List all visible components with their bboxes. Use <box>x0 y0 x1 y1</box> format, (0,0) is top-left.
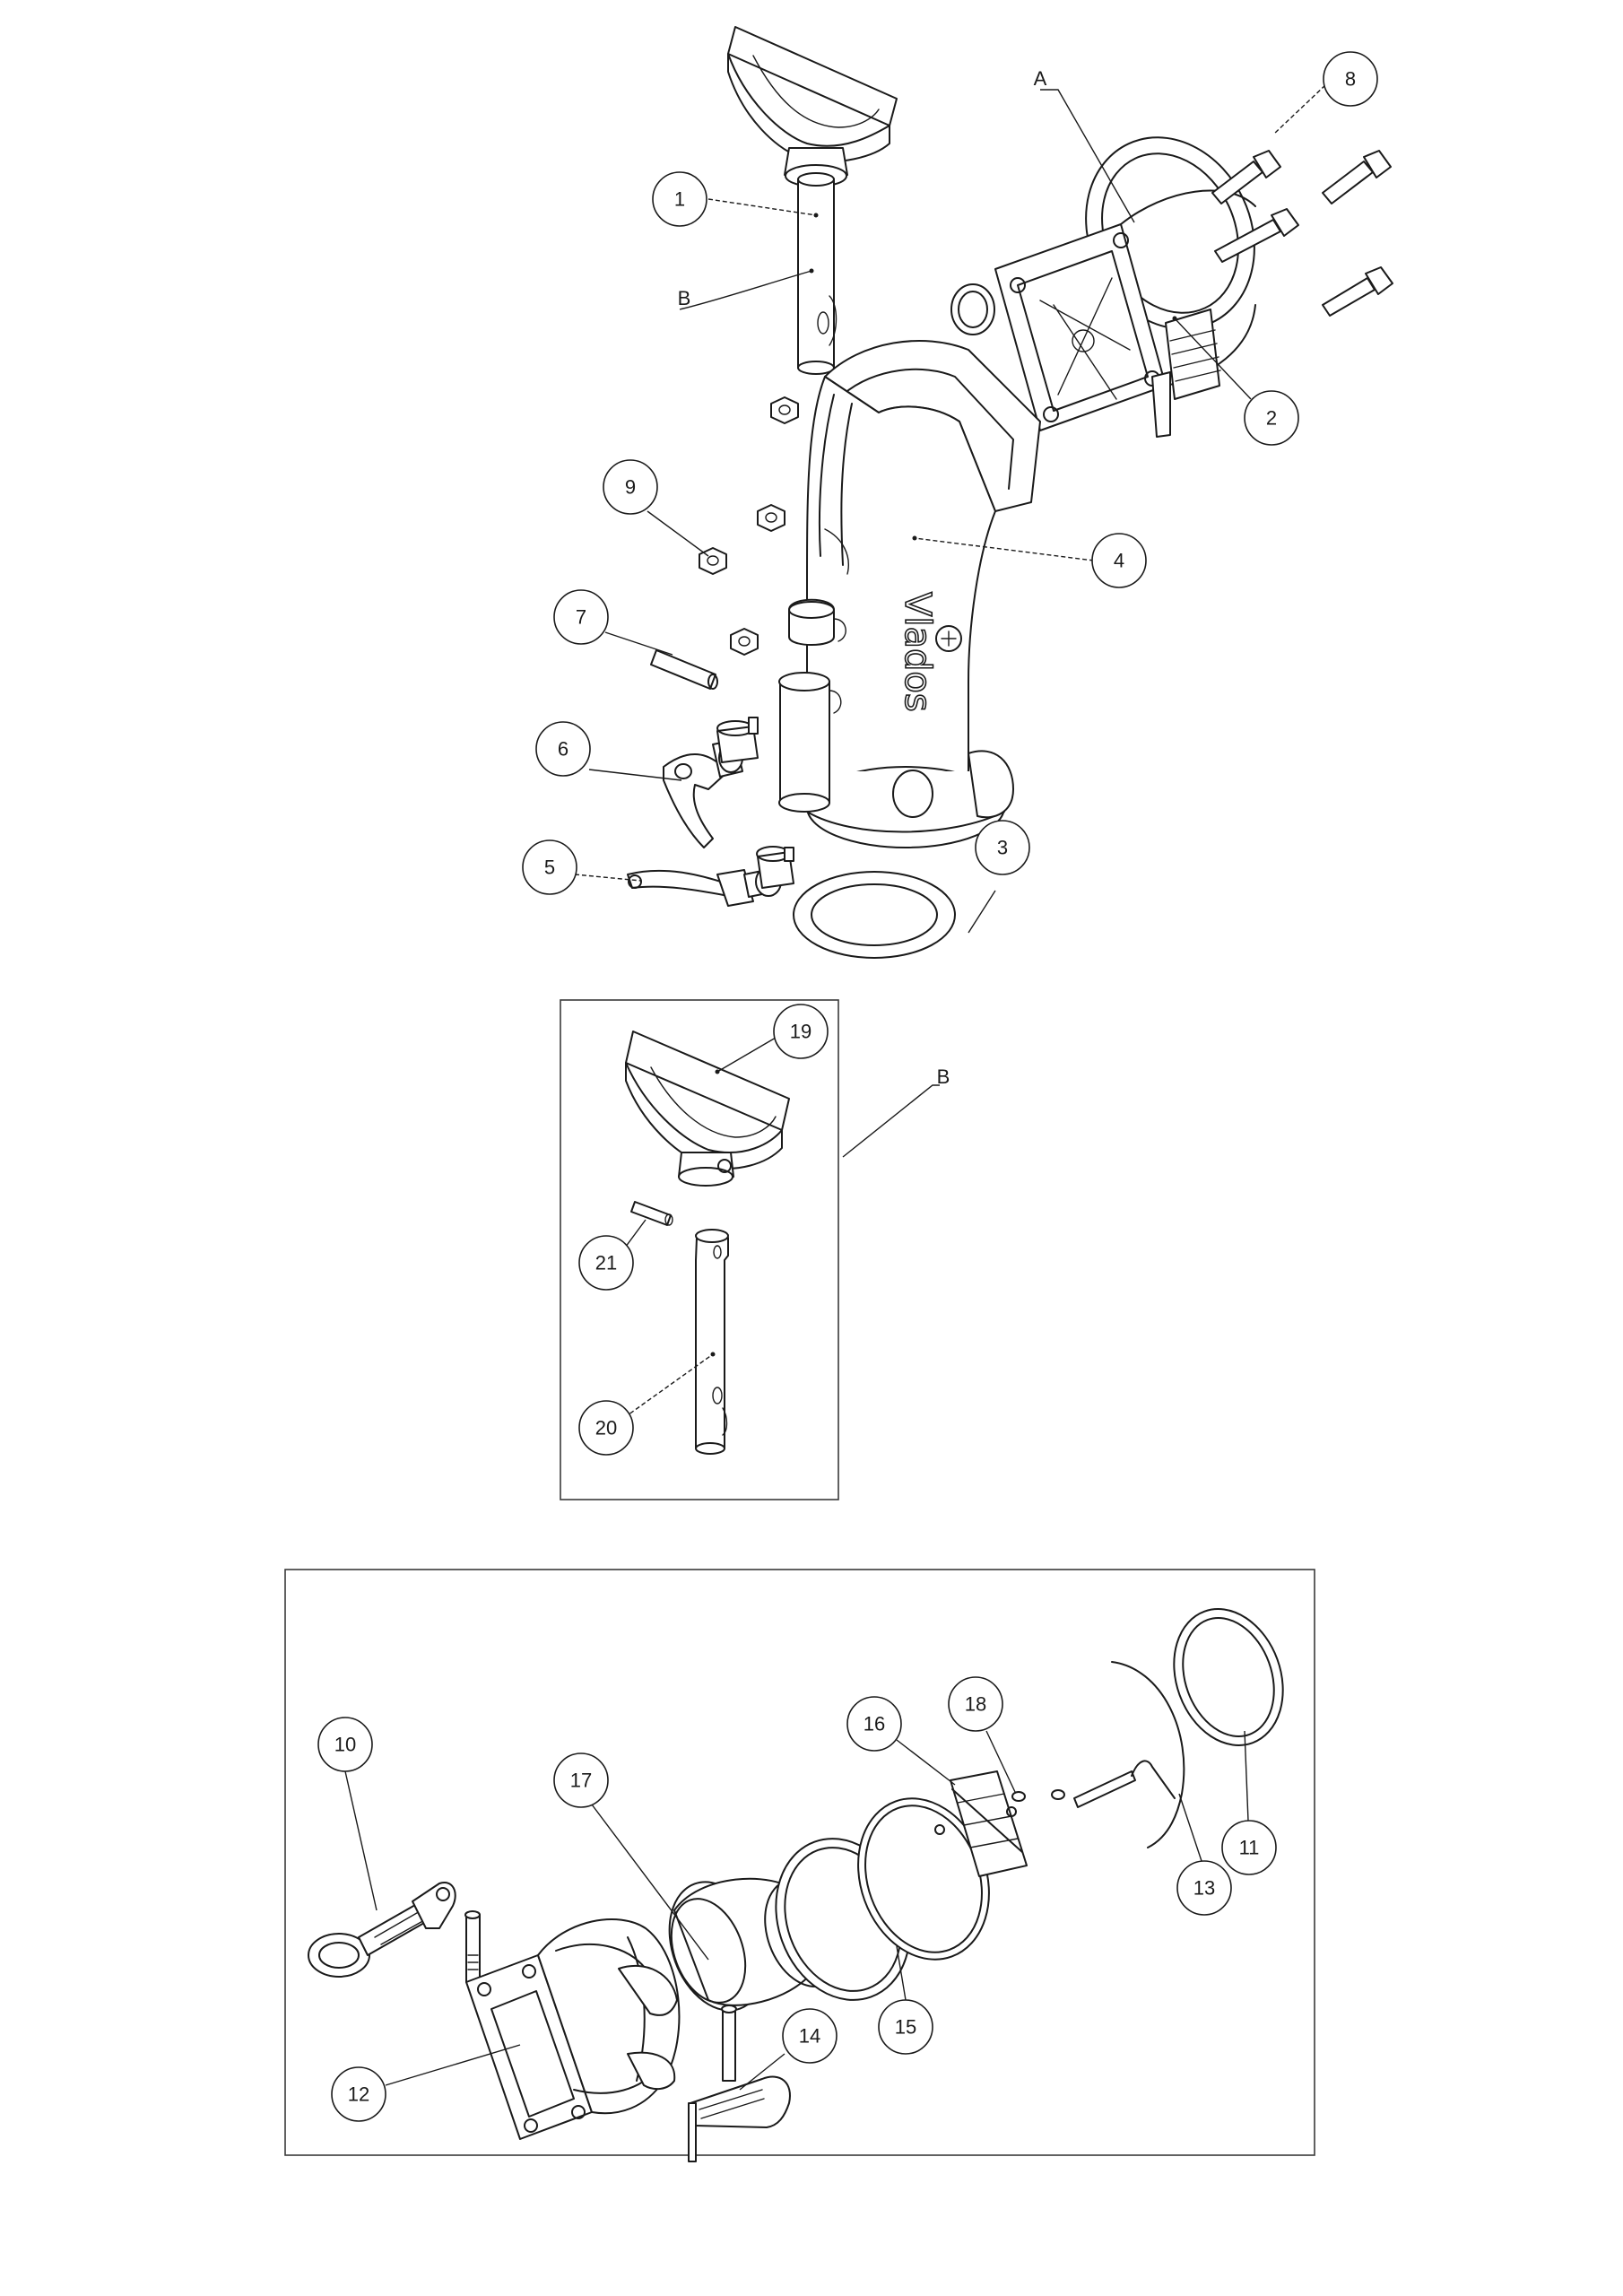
part-21-small-pin <box>630 1201 673 1226</box>
part-9-nuts <box>699 396 799 656</box>
svg-text:7: 7 <box>576 606 586 629</box>
svg-text:6: 6 <box>558 738 568 761</box>
part-16-butterfly-disc <box>934 1770 1028 1877</box>
svg-text:17: 17 <box>570 1770 592 1792</box>
callout-11: 11 <box>1221 1820 1277 1875</box>
part-11-gasket <box>1173 1608 1284 1746</box>
callout-2: 2 <box>1244 390 1299 446</box>
part-8-bolts <box>1211 150 1393 317</box>
part-6-short-cam-lever <box>663 717 759 848</box>
svg-text:8: 8 <box>1345 68 1356 91</box>
detail-b-frame <box>560 999 839 1500</box>
leader-lines-bottom <box>344 1730 1249 2091</box>
svg-text:13: 13 <box>1193 1877 1215 1900</box>
part-1-handle-pin <box>727 26 898 375</box>
svg-text:14: 14 <box>799 2025 820 2048</box>
pin-bottom-left <box>464 1910 481 1983</box>
part-12-coupler-body <box>465 1918 681 2140</box>
callout-21: 21 <box>578 1235 634 1291</box>
svg-text:5: 5 <box>544 857 555 879</box>
callout-15: 15 <box>878 1999 933 2055</box>
leader-dot <box>1172 316 1177 321</box>
part-19-t-handle <box>625 1031 790 1187</box>
part-20-shaft <box>695 1229 729 1455</box>
svg-text:12: 12 <box>348 2083 369 2106</box>
svg-text:16: 16 <box>864 1713 885 1735</box>
svg-text:2: 2 <box>1266 407 1277 430</box>
callout-13: 13 <box>1176 1860 1232 1916</box>
label-b-top: B <box>678 287 691 309</box>
callout-12: 12 <box>331 2066 386 2122</box>
leader-dot <box>715 1069 720 1074</box>
svg-text:10: 10 <box>334 1734 356 1756</box>
svg-text:1: 1 <box>674 188 685 211</box>
callout-7: 7 <box>553 589 609 645</box>
svg-text:20: 20 <box>595 1417 617 1439</box>
part-2-flanged-coupler <box>950 136 1256 438</box>
callout-10: 10 <box>317 1717 373 1772</box>
part-10-cam-arm-ring <box>308 1882 456 1978</box>
svg-text:19: 19 <box>790 1021 812 1043</box>
brand-logo-text: Vlados <box>897 592 938 712</box>
svg-text:4: 4 <box>1114 550 1124 572</box>
part-14-lever-pin <box>688 2005 791 2162</box>
callout-5: 5 <box>522 839 577 895</box>
part-18-washer <box>1011 1789 1065 1802</box>
leader-dot <box>809 268 814 274</box>
callout-14: 14 <box>782 2008 838 2064</box>
svg-text:11: 11 <box>1239 1837 1260 1859</box>
callout-16: 16 <box>846 1696 902 1752</box>
callout-20: 20 <box>578 1400 634 1456</box>
leader-dot <box>912 535 917 541</box>
callout-3: 3 <box>975 820 1030 875</box>
part-7-pin <box>650 649 718 690</box>
label-b-detail: B <box>937 1065 950 1088</box>
svg-text:21: 21 <box>595 1252 617 1274</box>
part-5-long-cam-lever <box>627 846 794 907</box>
callout-1: 1 <box>652 171 707 227</box>
leader-dot <box>710 1352 716 1357</box>
callout-4: 4 <box>1091 533 1147 588</box>
label-a: A <box>1034 67 1047 90</box>
svg-text:9: 9 <box>625 476 636 499</box>
svg-text:18: 18 <box>965 1693 986 1716</box>
part-4-elbow-body <box>778 340 1041 848</box>
part-3-gasket-ring <box>793 871 956 959</box>
callout-17: 17 <box>553 1752 609 1808</box>
bottom-assembly-frame <box>284 1569 1315 2156</box>
leader-dot <box>813 213 819 218</box>
callout-8: 8 <box>1323 51 1378 107</box>
callout-19: 19 <box>773 1004 829 1059</box>
callout-6: 6 <box>535 721 591 777</box>
part-13-spring-rod <box>1073 1661 1185 1848</box>
svg-text:3: 3 <box>997 837 1008 859</box>
callout-18: 18 <box>948 1676 1003 1732</box>
leader-lines-top <box>574 84 1326 934</box>
svg-text:15: 15 <box>895 2016 916 2039</box>
callout-9: 9 <box>603 459 658 515</box>
